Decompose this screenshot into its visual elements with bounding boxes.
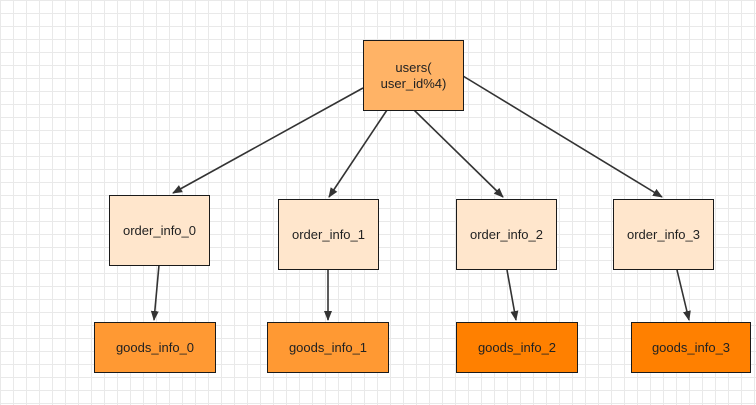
- edge-users-order-1: [328, 109, 388, 198]
- node-order-info-1[interactable]: order_info_1: [278, 199, 379, 270]
- node-order-info-0[interactable]: order_info_0: [109, 195, 210, 266]
- node-goods-info-3-label: goods_info_3: [651, 339, 731, 355]
- node-users-label: users( user_id%4): [380, 59, 447, 91]
- node-order-info-2[interactable]: order_info_2: [456, 199, 557, 270]
- edge-users-order-0: [172, 87, 364, 194]
- node-order-info-1-label: order_info_1: [292, 226, 365, 242]
- node-order-info-3[interactable]: order_info_3: [613, 199, 714, 270]
- edge-order-0-goods-0: [150, 264, 160, 321]
- edge-users-order-3: [462, 75, 663, 198]
- node-goods-info-0-label: goods_info_0: [115, 339, 195, 355]
- edge-order-3-goods-3: [676, 269, 691, 321]
- node-goods-info-3[interactable]: goods_info_3: [631, 322, 751, 373]
- node-order-info-2-label: order_info_2: [470, 226, 543, 242]
- node-users[interactable]: users( user_id%4): [363, 40, 464, 111]
- edge-users-order-2: [413, 109, 504, 198]
- node-goods-info-0[interactable]: goods_info_0: [94, 322, 216, 373]
- node-order-info-0-label: order_info_0: [123, 222, 196, 238]
- node-goods-info-2-label: goods_info_2: [477, 339, 557, 355]
- node-goods-info-2[interactable]: goods_info_2: [456, 322, 578, 373]
- node-order-info-3-label: order_info_3: [627, 226, 700, 242]
- edge-order-2-goods-2: [506, 269, 519, 321]
- node-goods-info-1[interactable]: goods_info_1: [267, 322, 389, 373]
- node-goods-info-1-label: goods_info_1: [288, 339, 368, 355]
